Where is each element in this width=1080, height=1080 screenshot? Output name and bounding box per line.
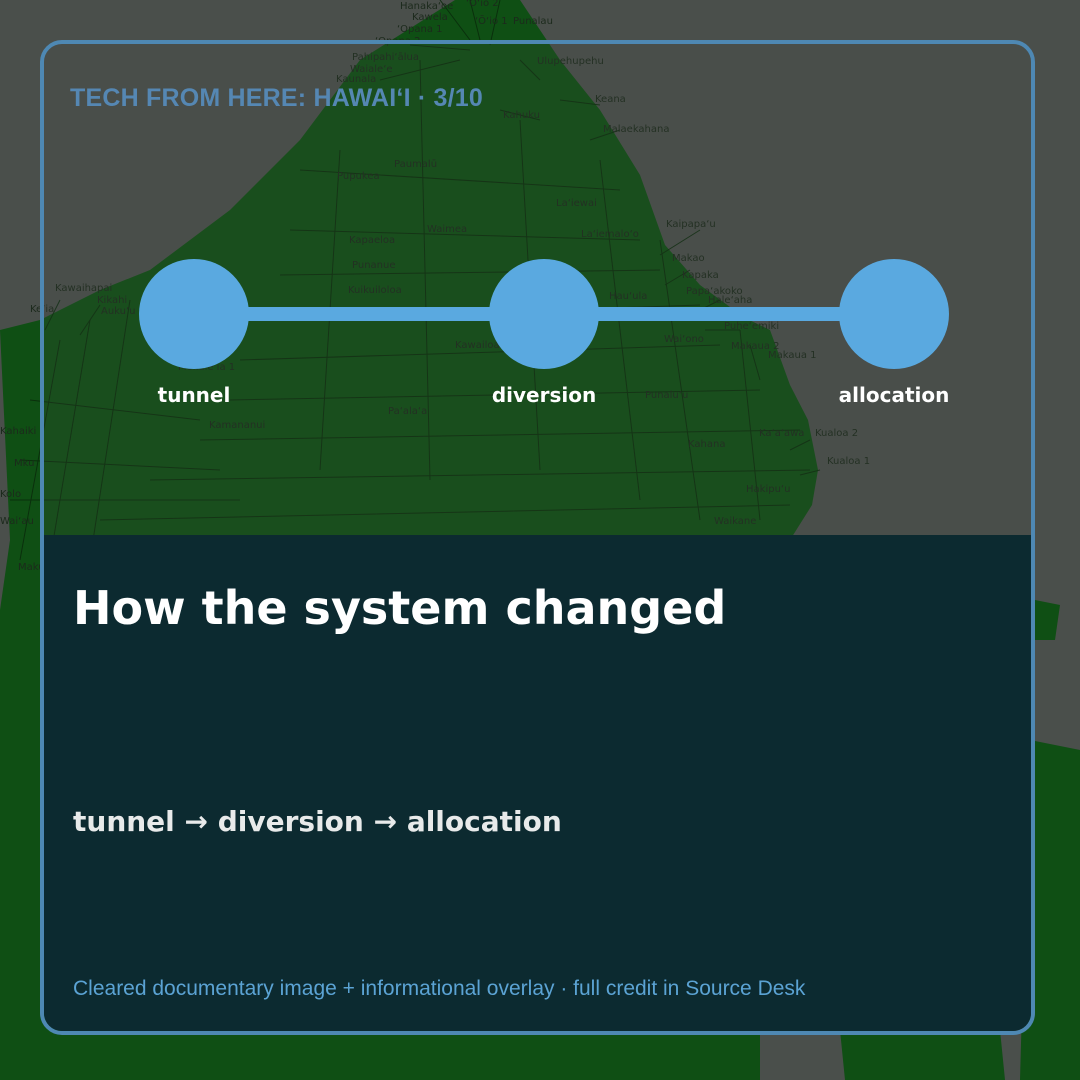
- map-label: Keana: [595, 94, 626, 105]
- map-label: Pupukea: [337, 171, 380, 182]
- map-label: Makao: [672, 253, 705, 264]
- map-label: ‘Ō‘io 1: [475, 14, 508, 27]
- map-label: Malaekahana: [603, 124, 670, 135]
- map-label: Kawela: [412, 12, 448, 23]
- map-label: Kapaka: [682, 270, 719, 281]
- map-label: Wai‘au: [0, 516, 34, 527]
- map-label: La‘iewai: [556, 198, 597, 209]
- map-label: Pa‘ala‘a: [388, 406, 427, 417]
- map-label: Kikahi: [97, 295, 127, 306]
- map-label: Kawaihapai: [55, 283, 112, 294]
- map-label: Hanaka‘oe: [400, 1, 453, 12]
- map-label: ‘Ō‘io 2: [466, 0, 499, 9]
- map-label: ‘Opana 1: [397, 24, 443, 35]
- map-label: Kahuku: [503, 110, 540, 121]
- map-label: Punalu‘u: [645, 390, 688, 401]
- map-label: Punanue: [352, 260, 396, 271]
- flow-node-allocation: [839, 259, 949, 369]
- map-label: Kuikuiloloa: [348, 285, 402, 296]
- map-label: Makaua 1: [768, 350, 817, 361]
- map-label: Paumalū: [394, 159, 437, 170]
- text-panel: How the system changed tunnel → diversio…: [44, 535, 1031, 1031]
- info-card: TECH FROM HERE: HAWAI‘I · 3/10 tunnel div…: [40, 40, 1035, 1035]
- flow-node-label: tunnel: [158, 383, 231, 407]
- process-flow-diagram: tunnel diversion allocation: [139, 259, 949, 407]
- map-label: Kamananui: [209, 420, 265, 431]
- credit-line: Cleared documentary image + informationa…: [73, 977, 806, 1000]
- map-label: Kaipapa‘u: [666, 219, 716, 230]
- series-kicker: TECH FROM HERE: HAWAI‘I · 3/10: [70, 84, 483, 112]
- flow-node-tunnel: [139, 259, 249, 369]
- flow-node-diversion: [489, 259, 599, 369]
- map-label: Ulupehupehu: [537, 56, 604, 67]
- process-sequence: tunnel → diversion → allocation: [73, 805, 562, 838]
- map-label: Kaunala: [336, 74, 376, 85]
- map-label: Kolo: [0, 489, 21, 500]
- map-label: Pahipahi‘ālua: [352, 52, 419, 63]
- map-label: Waikane: [714, 516, 756, 527]
- map-label: Mku: [14, 458, 34, 469]
- map-label: Hale‘aha: [708, 295, 752, 306]
- map-label: Kapaeloa: [349, 235, 395, 246]
- headline: How the system changed: [73, 581, 727, 635]
- map-label: Kualoa 1: [827, 456, 870, 467]
- map-label: Kahaiki: [0, 426, 36, 437]
- map-label: Kahana: [688, 439, 725, 450]
- map-label: Puhe‘emiki: [724, 321, 779, 332]
- map-label: Ka‘a‘awa: [759, 428, 804, 439]
- map-label: Wai‘ono: [664, 334, 704, 345]
- flow-nodes: tunnel diversion allocation: [139, 259, 949, 407]
- map-label: Papa‘akoko: [686, 286, 743, 297]
- map-label: Punalau: [513, 16, 553, 27]
- map-label: Makua: [18, 562, 51, 573]
- flow-node-label: diversion: [492, 383, 596, 407]
- map-label: Kawailoa: [455, 340, 500, 351]
- map-label: Makaua 2: [731, 341, 780, 352]
- map-label: Kualoa 2: [815, 428, 858, 439]
- map-label: Waiale‘e: [350, 64, 393, 75]
- flow-node-label: allocation: [839, 383, 950, 407]
- map-label: Hau‘ula: [609, 291, 647, 302]
- map-label: Waimea: [427, 224, 467, 235]
- map-label: Auku‘u: [101, 306, 136, 317]
- map-label: Hakipu‘u: [746, 484, 790, 495]
- map-label: La‘iemalo‘o: [581, 229, 639, 240]
